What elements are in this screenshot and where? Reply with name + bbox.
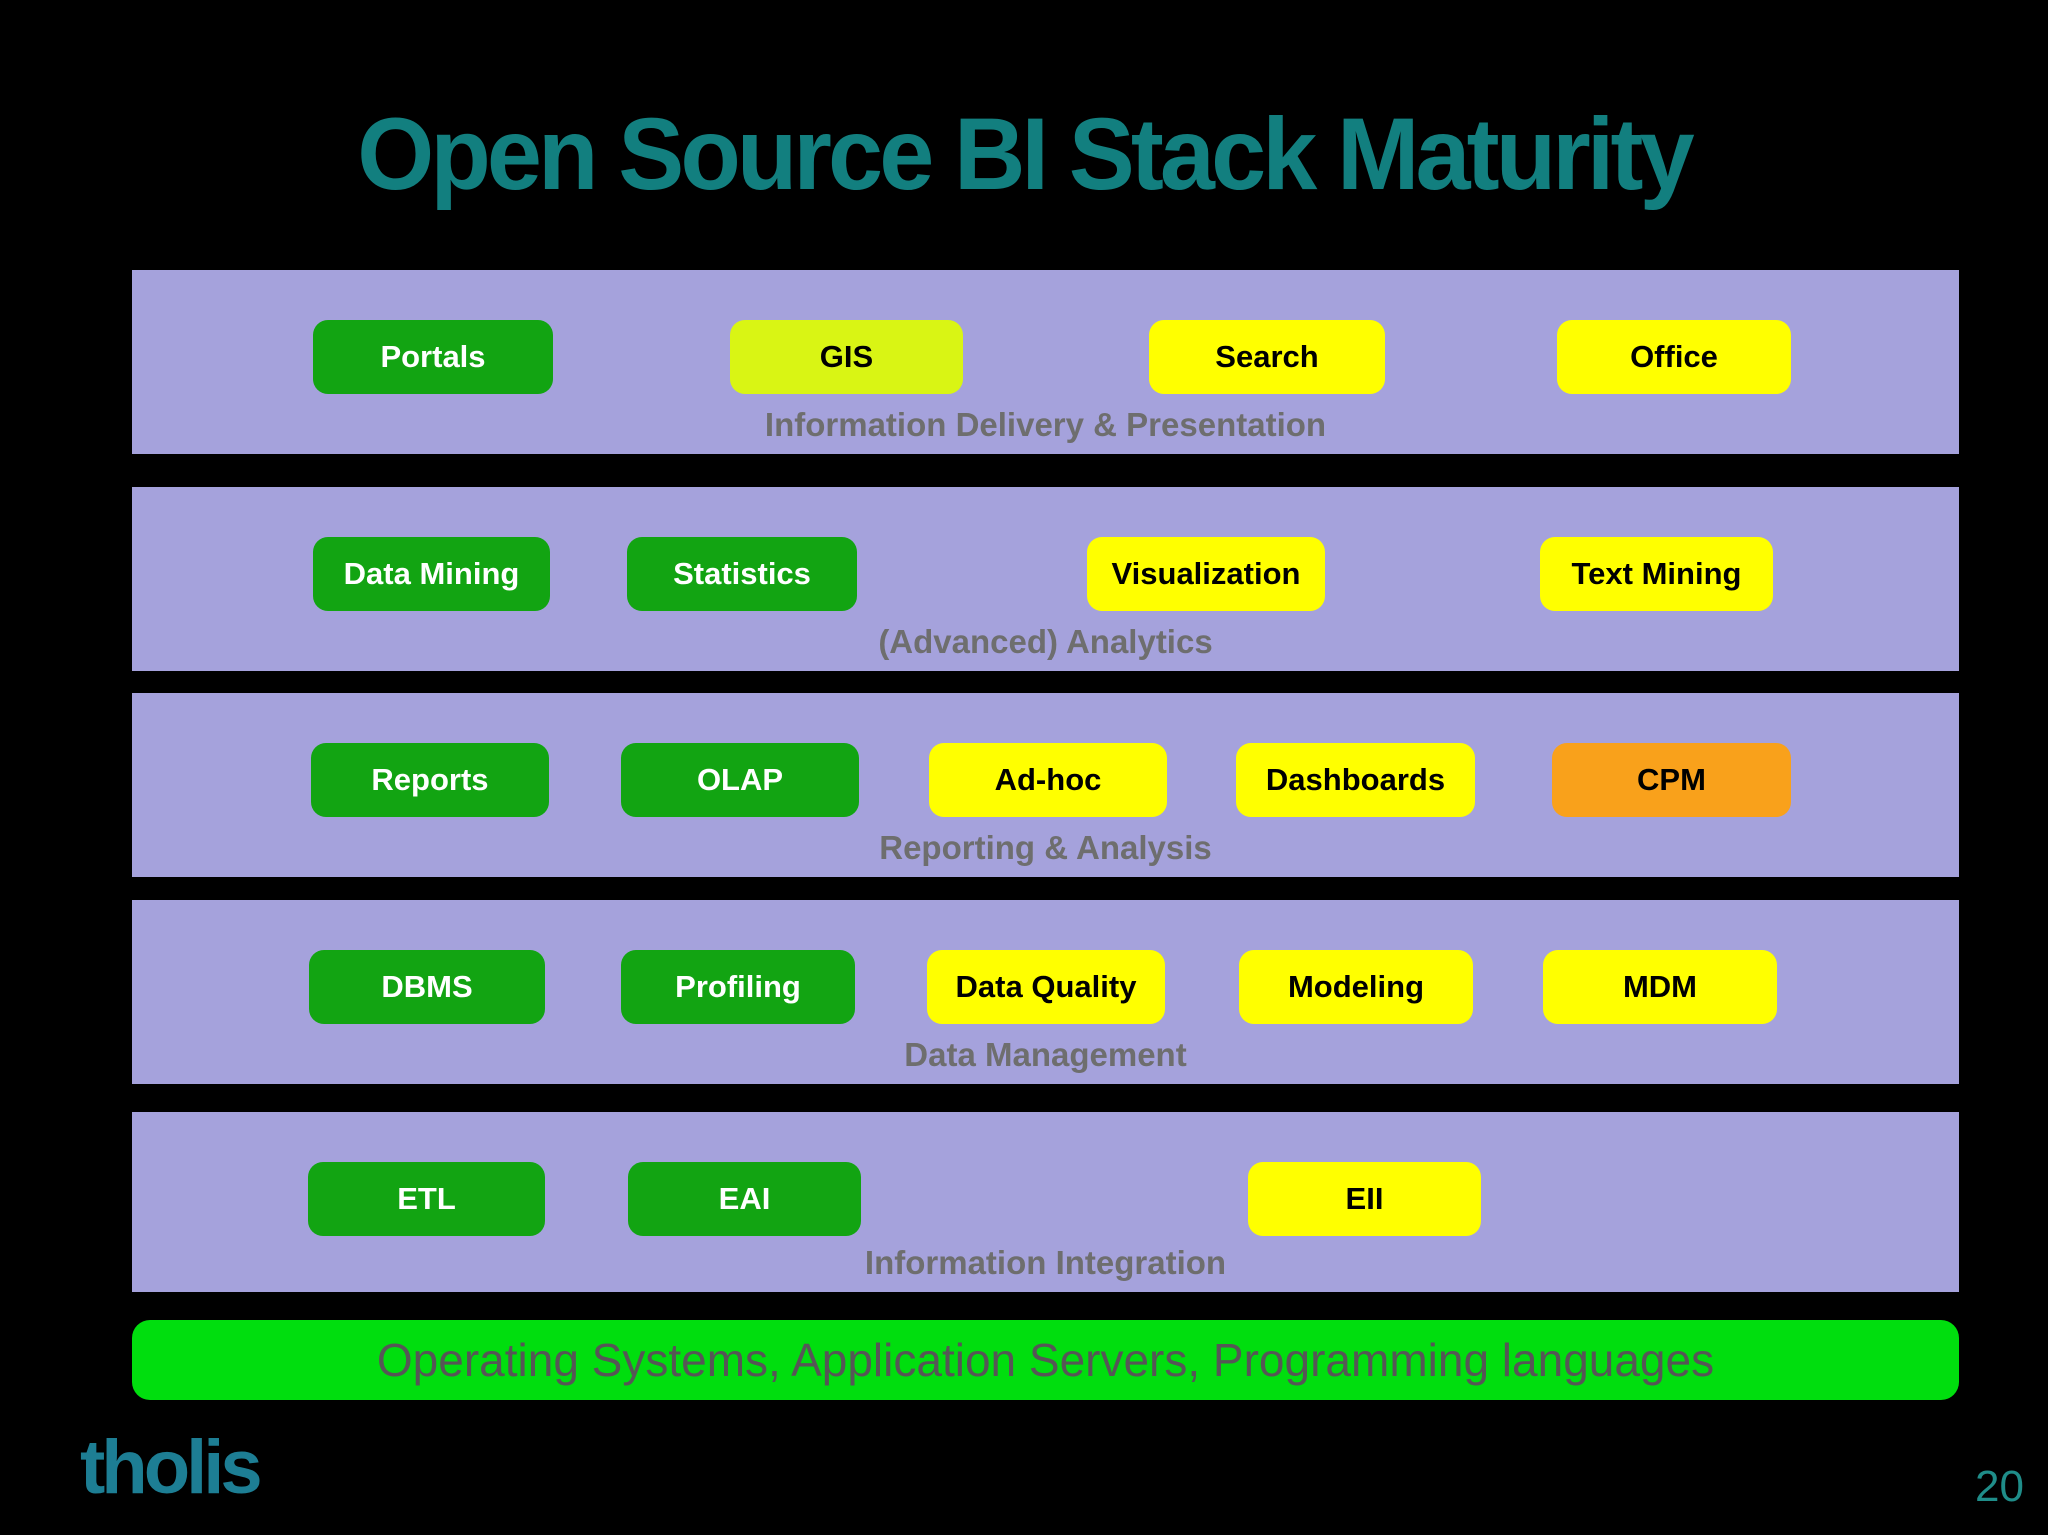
component-visualization: Visualization bbox=[1087, 537, 1325, 611]
component-portals: Portals bbox=[313, 320, 553, 394]
component-eai: EAI bbox=[628, 1162, 861, 1236]
component-reports: Reports bbox=[311, 743, 549, 817]
component-modeling: Modeling bbox=[1239, 950, 1473, 1024]
stack-band-reporting-analysis: Reports OLAP Ad-hoc Dashboards CPM Reporting … bbox=[132, 693, 1959, 877]
stack-band-data-management: DBMS Profiling Data Quality Modeling MDM Data… bbox=[132, 900, 1959, 1084]
component-dashboards: Dashboards bbox=[1236, 743, 1475, 817]
stack-band-advanced-analytics: Data Mining Statistics Visualization Text M… bbox=[132, 487, 1959, 671]
band-label-advanced-analytics: (Advanced) Analytics bbox=[878, 623, 1213, 660]
component-office: Office bbox=[1557, 320, 1791, 394]
component-search: Search bbox=[1149, 320, 1385, 394]
component-mdm: MDM bbox=[1543, 950, 1777, 1024]
tholis-logo: tholis bbox=[80, 1425, 263, 1510]
component-data-quality: Data Quality bbox=[927, 950, 1165, 1024]
component-etl: ETL bbox=[308, 1162, 545, 1236]
component-dbms: DBMS bbox=[309, 950, 545, 1024]
component-cpm: CPM bbox=[1552, 743, 1791, 817]
foundation-bar: Operating Systems, Application Servers, … bbox=[132, 1320, 1959, 1400]
band-label-reporting-analysis: Reporting & Analysis bbox=[879, 829, 1212, 866]
band-label-information-delivery-presentation: Information Delivery & Presentation bbox=[764, 406, 1327, 443]
band-label-information-integration: Information Integration bbox=[864, 1244, 1227, 1281]
component-eii: EII bbox=[1248, 1162, 1481, 1236]
band-label-data-management: Data Management bbox=[904, 1036, 1187, 1073]
slide-title: Open Source BI Stack Maturity bbox=[357, 97, 1694, 211]
component-profiling: Profiling bbox=[621, 950, 855, 1024]
component-ad-hoc: Ad-hoc bbox=[929, 743, 1167, 817]
stack-band-information-integration: ETL EAI EII Information Integration bbox=[132, 1112, 1959, 1292]
component-data-mining: Data Mining bbox=[313, 537, 550, 611]
page-number: 20 bbox=[1975, 1462, 2024, 1511]
component-statistics: Statistics bbox=[627, 537, 857, 611]
component-text-mining: Text Mining bbox=[1540, 537, 1773, 611]
component-olap: OLAP bbox=[621, 743, 859, 817]
foundation-label: Operating Systems, Application Servers, … bbox=[376, 1334, 1715, 1386]
component-gis: GIS bbox=[730, 320, 963, 394]
